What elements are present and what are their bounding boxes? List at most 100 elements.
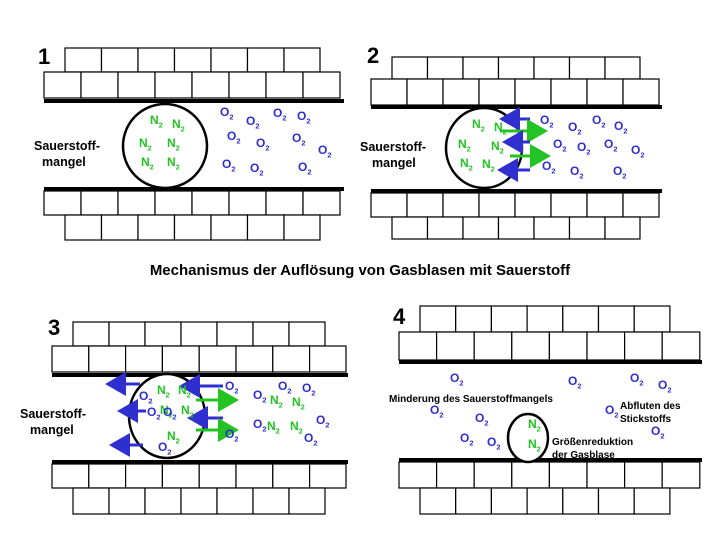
oxygen-molecule: O2 — [304, 431, 317, 448]
brick — [173, 47, 212, 73]
brick — [161, 463, 200, 489]
panel-3-label-line2: mangel — [30, 423, 74, 437]
vessel-walls — [44, 99, 702, 464]
oxygen-molecule: O2 — [318, 143, 331, 160]
brick — [180, 487, 218, 515]
brick — [426, 216, 464, 240]
nitrogen-molecule: N2 — [528, 437, 541, 454]
brick — [526, 305, 564, 333]
oxygen-molecule: O2 — [568, 374, 581, 391]
brick — [455, 305, 493, 333]
brick — [272, 463, 311, 489]
brick — [124, 463, 163, 489]
brick — [64, 47, 103, 73]
brick — [633, 305, 671, 333]
brick — [533, 216, 571, 240]
diagram-title: Mechanismus der Auflösung von Gasblasen … — [150, 262, 571, 279]
brick — [597, 487, 635, 515]
brick — [108, 487, 146, 515]
brick — [198, 463, 237, 489]
brick — [511, 461, 550, 489]
brick — [548, 461, 588, 489]
brick — [191, 190, 230, 216]
brick — [252, 321, 290, 347]
oxygen-molecule: O2 — [298, 160, 311, 177]
brick — [419, 487, 457, 515]
oxygen-molecule: O2 — [430, 403, 443, 420]
nitrogen-molecule: N2 — [157, 383, 170, 400]
brick — [419, 305, 457, 333]
panel-1-number: 1 — [38, 44, 50, 69]
brick — [511, 331, 550, 361]
annotation-size-line2: der Gasblase — [552, 450, 615, 461]
oxygen-molecule: O2 — [278, 379, 291, 396]
oxygen-molecule: O2 — [605, 403, 618, 420]
brick — [265, 71, 304, 99]
brick — [137, 47, 176, 73]
brick — [526, 487, 564, 515]
oxygen-molecule: O2 — [475, 411, 488, 428]
brick — [478, 78, 516, 106]
oxygen-molecule: O2 — [577, 140, 590, 157]
oxygen-molecule: O2 — [460, 431, 473, 448]
panel-4-number: 4 — [393, 304, 406, 329]
panel-2-label-line2: mangel — [372, 156, 416, 170]
brick — [406, 192, 444, 218]
brick — [216, 321, 254, 347]
nitrogen-molecule: N2 — [290, 419, 303, 436]
brick — [568, 216, 606, 240]
nitrogen-molecule: N2 — [178, 383, 191, 400]
brick — [370, 192, 408, 218]
brick — [623, 461, 663, 489]
brick — [43, 71, 82, 99]
brick — [144, 487, 182, 515]
oxygen-molecule: O2 — [542, 159, 555, 176]
brick — [302, 190, 341, 216]
brick — [426, 56, 464, 80]
brick — [442, 78, 480, 106]
brick — [302, 71, 341, 99]
oxygen-molecule: O2 — [273, 106, 286, 123]
nitrogen-molecule: N2 — [491, 139, 504, 156]
brick — [100, 47, 139, 73]
nitrogen-molecule: N2 — [167, 136, 180, 153]
panel-1-label-line2: mangel — [42, 155, 86, 169]
brick — [210, 214, 249, 241]
brick — [72, 487, 110, 515]
oxygen-molecule: O2 — [297, 109, 310, 126]
nitrogen-molecule: N2 — [167, 429, 180, 446]
brick — [51, 463, 90, 489]
brick — [586, 461, 626, 489]
nitrogen-molecule: N2 — [181, 403, 194, 420]
brick — [462, 56, 500, 80]
oxygen-molecule: O2 — [246, 114, 259, 131]
brick — [228, 71, 267, 99]
oxygen-molecule: O2 — [658, 378, 671, 395]
annotation-outflow-line1: Abfluten des — [620, 401, 681, 412]
brick — [80, 71, 119, 99]
nitrogen-molecule: N2 — [460, 156, 473, 173]
oxygen-molecule: O2 — [651, 424, 664, 441]
brick — [173, 214, 212, 241]
brick — [72, 321, 110, 347]
brick — [210, 47, 249, 73]
oxygen-molecule: O2 — [450, 371, 463, 388]
brick — [473, 461, 513, 489]
brick — [252, 487, 290, 515]
oxygen-molecule: O2 — [568, 120, 581, 137]
gas-bubble — [506, 412, 550, 464]
annotation-size-line1: Größenreduktion — [552, 437, 633, 448]
brick — [117, 71, 156, 99]
oxygen-molecule: O2 — [614, 119, 627, 136]
brick — [436, 461, 475, 489]
brick — [100, 214, 139, 241]
oxygen-molecule: O2 — [147, 405, 160, 422]
brick — [309, 345, 347, 373]
brick — [514, 78, 552, 106]
brick — [144, 321, 182, 347]
brick — [288, 487, 326, 515]
nitrogen-molecule: N2 — [150, 113, 163, 130]
brick — [514, 192, 552, 218]
oxygen-molecule: O2 — [163, 405, 176, 422]
